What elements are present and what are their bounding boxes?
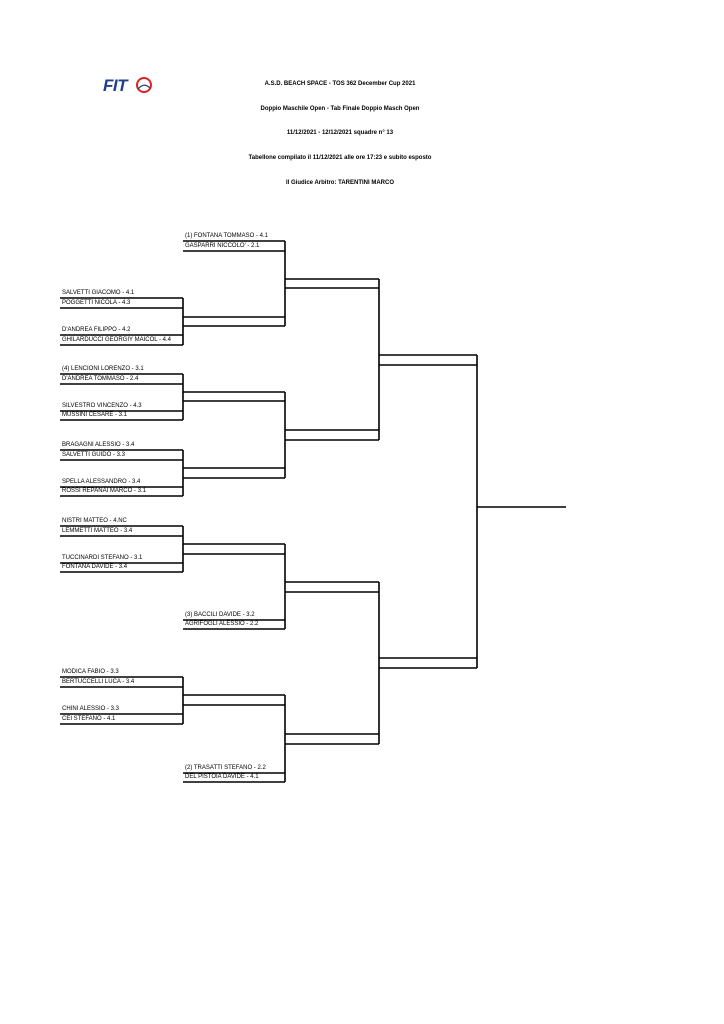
draw-compiled-note: Tabellone compilato il 11/12/2021 alle o… — [248, 155, 432, 161]
player-name: CHINI ALESSIO - 3.3 — [62, 706, 120, 712]
player-name: (3) BACCILI DAVIDE - 3.2 — [185, 612, 255, 618]
player-name: TUCCINARDI STEFANO - 3.1 — [62, 555, 143, 561]
player-name: FONTANA DAVIDE - 3.4 — [62, 564, 128, 570]
player-name: LEMMETTI MATTEO - 3.4 — [62, 528, 133, 534]
player-name: GASPARRI NICCOLO' - 2.1 — [185, 243, 260, 249]
player-name: D'ANDREA FILIPPO - 4.2 — [62, 327, 131, 333]
player-name: SILVESTRO VINCENZO - 4.3 — [62, 403, 142, 409]
draw-title: Doppio Maschile Open - Tab Finale Doppio… — [260, 106, 420, 112]
player-name: AGRIFOGLI ALESSIO - 2.2 — [185, 621, 259, 627]
player-name: DEL PISTOIA DAVIDE - 4.1 — [185, 774, 259, 780]
player-name: SPELLA ALESSANDRO - 3.4 — [62, 479, 141, 485]
player-name: CEI STEFANO - 4.1 — [62, 716, 116, 722]
player-name: (4) LENCIONI LORENZO - 3.1 — [62, 366, 144, 372]
draw-dates: 11/12/2021 - 12/12/2021 squadre n° 13 — [286, 130, 394, 136]
player-name: SALVETTI GUIDO - 3.3 — [62, 452, 125, 458]
player-name: MUSSINI CESARE - 3.1 — [62, 412, 128, 418]
player-name: MODICA FABIO - 3.3 — [62, 669, 119, 675]
fit-logo-text: FIT — [103, 76, 128, 95]
player-name: POGGETTI NICOLA - 4.3 — [62, 300, 131, 306]
player-name: BERTUCCELLI LUCA - 3.4 — [62, 679, 135, 685]
player-name: (2) TRASATTI STEFANO - 2.2 — [185, 765, 266, 771]
player-name: GHILARDUCCI GEORGIY MAICOL - 4.4 — [62, 337, 172, 343]
fit-logo: FIT — [103, 76, 159, 100]
player-name: D'ANDREA TOMMASO - 2.4 — [62, 376, 139, 382]
player-name: ROSSI REPANAI MARCO - 3.1 — [62, 488, 146, 494]
tennis-ball-icon — [136, 77, 152, 93]
player-name: SALVETTI GIACOMO - 4.1 — [62, 290, 135, 296]
player-name: BRAGAGNI ALESSIO - 3.4 — [62, 442, 135, 448]
player-name: (1) FONTANA TOMMASO - 4.1 — [185, 233, 269, 239]
tournament-title: A.S.D. BEACH SPACE - TOS 362 December Cu… — [264, 81, 416, 87]
referee-line: Il Giudice Arbitro: TARENTINI MARCO — [286, 180, 394, 186]
player-name: NISTRI MATTEO - 4.NC — [62, 518, 127, 524]
